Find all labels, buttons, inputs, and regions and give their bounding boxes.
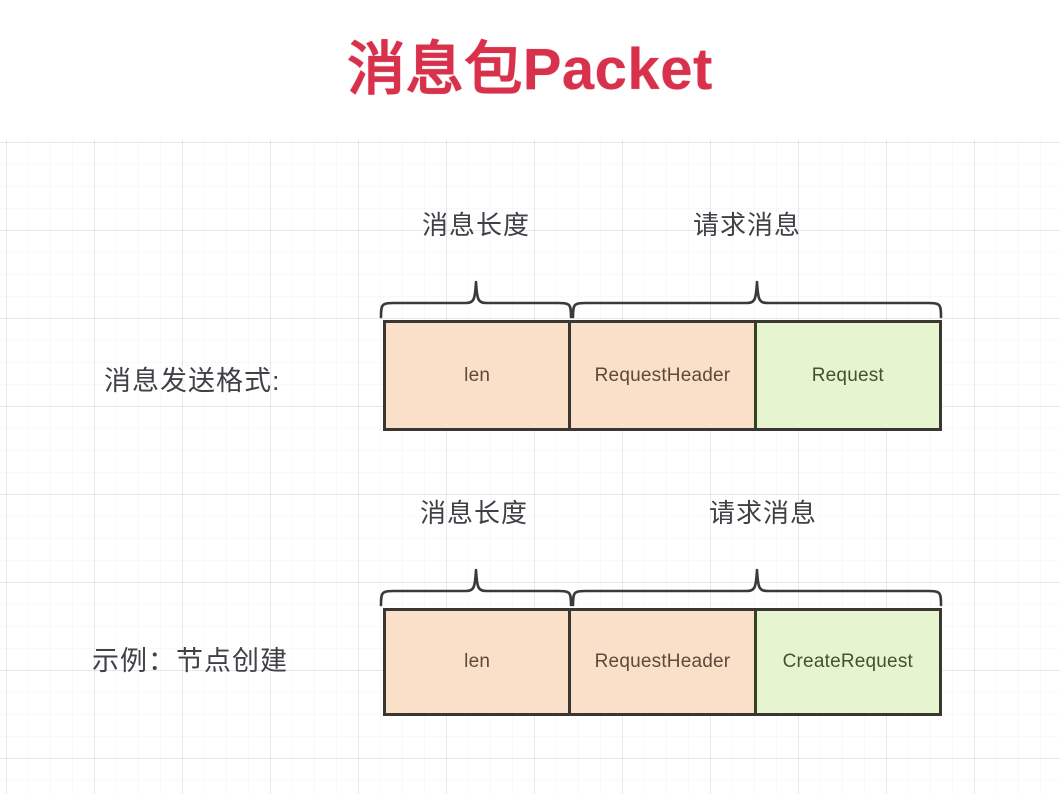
brace-label-message-length-row1: 消息长度 — [421, 210, 531, 240]
packet-cell-request-header-row2: RequestHeader — [571, 611, 757, 713]
packet-diagram-row-example: 示例：节点创建 消息长度 请求消息 len RequestHeader Crea… — [0, 485, 1060, 725]
brace-message-length-row1 — [379, 280, 573, 319]
brace-label-request-message-row1: 请求消息 — [692, 210, 802, 240]
packet-diagram-row-send-format: 消息发送格式: 消息长度 请求消息 len RequestHeader Requ… — [0, 195, 1060, 440]
row-caption-send-format: 消息发送格式: — [104, 366, 281, 396]
brace-label-message-length-row2: 消息长度 — [419, 498, 529, 528]
packet-cell-len-row1: len — [386, 323, 572, 428]
brace-message-length-row2 — [379, 568, 573, 607]
packet-box-send-format: len RequestHeader Request — [383, 320, 942, 431]
brace-label-request-message-row2: 请求消息 — [708, 498, 818, 528]
brace-request-message-row2 — [571, 568, 943, 607]
packet-cell-request-header-row1: RequestHeader — [571, 323, 757, 428]
page-title: 消息包Packet — [347, 37, 713, 102]
packet-cell-request-row1: Request — [756, 323, 939, 428]
brace-request-message-row1 — [571, 280, 943, 319]
row-caption-example-node-create: 示例：节点创建 — [92, 646, 288, 676]
packet-cell-create-request-row2: CreateRequest — [756, 611, 939, 713]
packet-box-example: len RequestHeader CreateRequest — [383, 608, 942, 716]
packet-cell-len-row2: len — [386, 611, 572, 713]
